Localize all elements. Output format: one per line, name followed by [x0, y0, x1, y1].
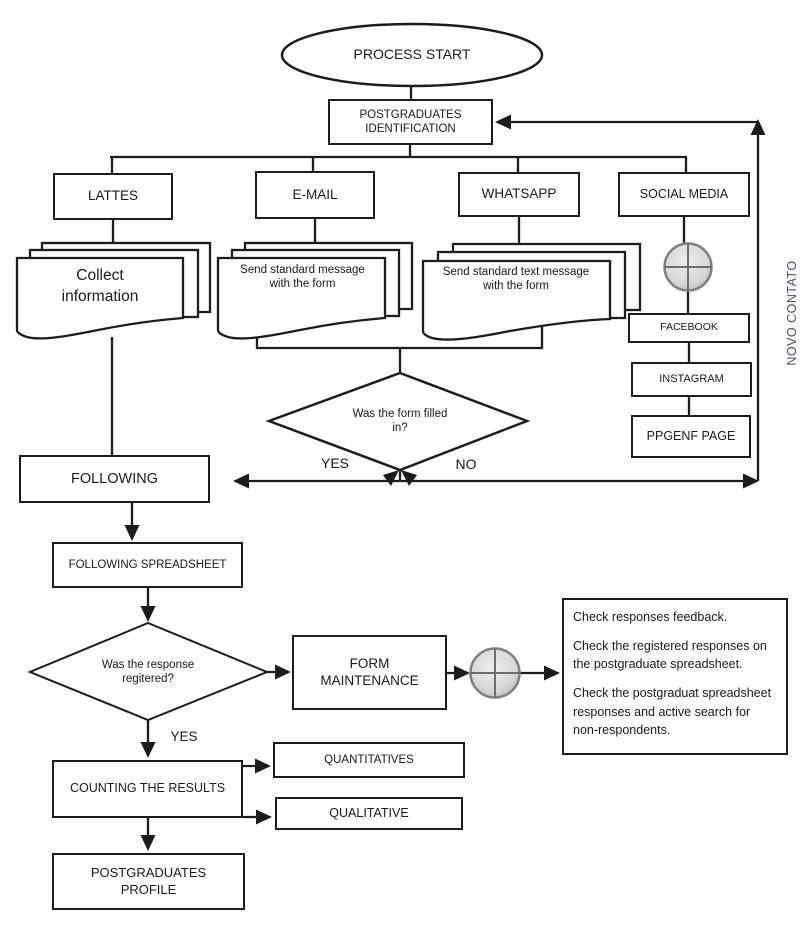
yes-branch-label: YES — [320, 455, 349, 471]
node-counting-the-results: COUNTING THE RESULTS — [52, 760, 243, 818]
arrowheads — [124, 114, 766, 851]
node-email: E-MAIL — [255, 171, 375, 219]
node-postgraduates-profile: POSTGRADUATES PROFILE — [52, 853, 245, 910]
node-qualitative: QUALITATIVE — [275, 797, 463, 830]
node-following: FOLLOWING — [19, 455, 210, 503]
node-form-maintenance: FORM MAINTENANCE — [292, 635, 447, 710]
note-line: Check the registered responses on the po… — [573, 639, 767, 672]
node-lattes: LATTES — [53, 173, 173, 220]
whatsapp-message-documents — [421, 242, 642, 341]
collect-information-documents — [15, 241, 212, 340]
node-following-spreadsheet: FOLLOWING SPREADSHEET — [52, 542, 243, 588]
process-start-label: PROCESS START — [353, 46, 471, 63]
decision-response-registered-diamond — [27, 621, 270, 722]
connector-circle-social-media — [663, 242, 713, 292]
note-line: Check the postgraduat spreadsheet respon… — [573, 686, 772, 737]
note-line: Check responses feedback. — [573, 610, 728, 624]
novo-contato-label: NOVO CONTATO — [785, 260, 799, 366]
decision-response-registered-label: Was the response regitered? — [101, 658, 195, 685]
node-facebook: FACEBOOK — [628, 313, 750, 343]
node-postgraduates-identification: POSTGRADUATES IDENTIFICATION — [328, 99, 493, 145]
email-message-documents — [216, 241, 414, 340]
node-social-media: SOCIAL MEDIA — [618, 172, 750, 217]
check-notes-box: Check responses feedback. Check the regi… — [562, 598, 788, 755]
doc-collect-information-label: Collect information — [61, 267, 139, 305]
node-quantitatives: QUANTITATIVES — [273, 742, 465, 778]
doc-send-standard-message-label: Send standard message with the form — [240, 263, 365, 290]
doc-send-standard-text-message-label: Send standard text message with the form — [442, 265, 590, 292]
node-ppgenf-page: PPGENF PAGE — [631, 415, 751, 458]
no-branch-label: NO — [455, 456, 477, 472]
node-whatsapp: WHATSAPP — [458, 172, 580, 217]
node-instagram: INSTAGRAM — [631, 362, 752, 397]
decision-form-filled-label: Was the form filled in? — [352, 407, 448, 434]
connector-circle-form-maintenance — [469, 647, 521, 699]
connector-lines — [110, 86, 760, 848]
decision-form-filled-diamond — [265, 371, 531, 472]
yes-response-label: YES — [170, 729, 198, 744]
